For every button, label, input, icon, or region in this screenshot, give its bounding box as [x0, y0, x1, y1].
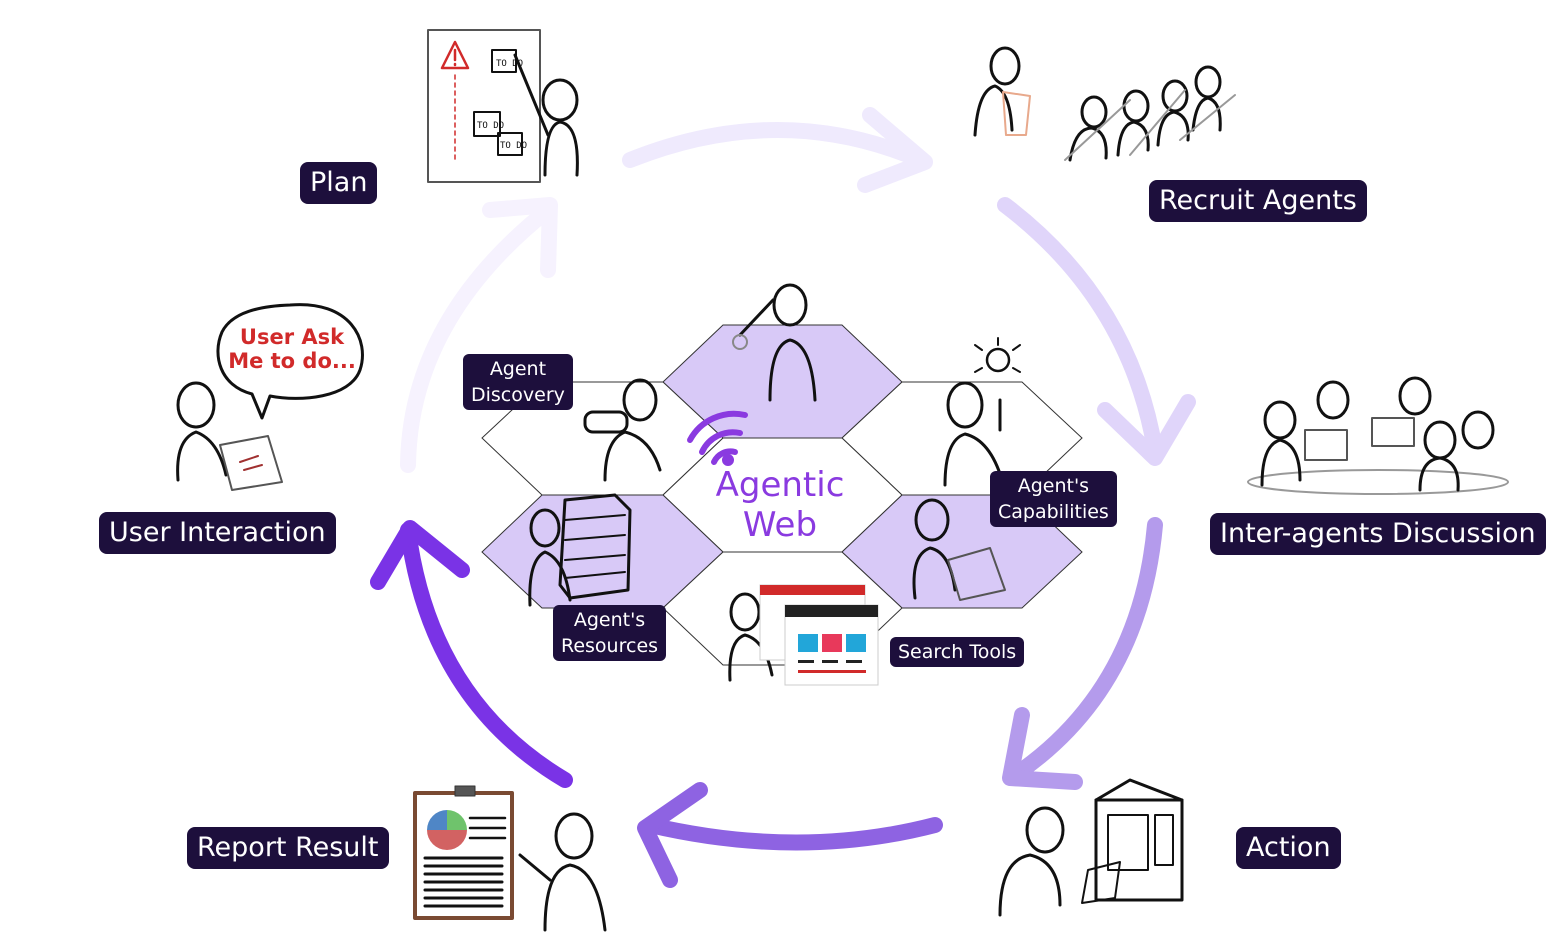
label-report-result: Report Result [187, 827, 389, 869]
todo-note-2: TO DO [477, 121, 504, 131]
user-illustration [176, 303, 364, 491]
todo-note-3: TO DO [500, 141, 527, 151]
label-inter-agents-discussion: Inter-agents Discussion [1210, 513, 1546, 555]
hex-figure-capabilities [943, 337, 1021, 487]
wifi-icon [687, 410, 748, 466]
lightbulb-icon [985, 347, 1011, 373]
hex-figure-top [732, 283, 817, 402]
binoculars-icon [583, 410, 629, 434]
warning-icon [440, 40, 470, 70]
arrow-discussion-to-action [1007, 517, 1163, 783]
hex-figure-abilities [912, 498, 1006, 601]
center-title: Agentic Web [715, 465, 845, 545]
label-plan: Plan [300, 162, 378, 204]
arrow-action-to-report [642, 817, 943, 851]
label-recruit-agents: Recruit Agents [1149, 180, 1367, 222]
label-search-tools: Search Tools [890, 637, 1025, 667]
label-action: Action [1236, 827, 1341, 869]
label-user-interaction: User Interaction [99, 512, 336, 554]
recruit-illustration [973, 46, 1236, 162]
label-agents-capabilities: Agent's Capabilities [990, 471, 1117, 527]
cycle-arrows [370, 107, 1196, 888]
hex-figure-resources [528, 493, 632, 607]
hex-figure-discovery [583, 378, 662, 482]
speech-bubble [216, 303, 364, 420]
arrow-user-to-plan [400, 202, 556, 473]
pie-chart-icon [427, 810, 467, 850]
browser-windows-icon [759, 584, 879, 686]
todo-note-1: TO DO [496, 59, 523, 69]
books-stack-icon [558, 493, 632, 600]
plan-illustration: TO DO TO DO TO DO [427, 29, 579, 183]
arrow-recruit-to-discussion [997, 197, 1163, 458]
label-agents-resources: Agent's Resources [553, 605, 667, 661]
report-illustration [413, 785, 607, 932]
speech-bubble-text: User Ask Me to do... [228, 325, 356, 373]
arrow-report-to-user [400, 522, 573, 788]
label-agent-discovery: Agent Discovery [463, 354, 573, 410]
discussion-illustration [1247, 376, 1509, 495]
action-illustration [998, 778, 1184, 917]
arrow-plan-to-recruit [622, 122, 928, 168]
